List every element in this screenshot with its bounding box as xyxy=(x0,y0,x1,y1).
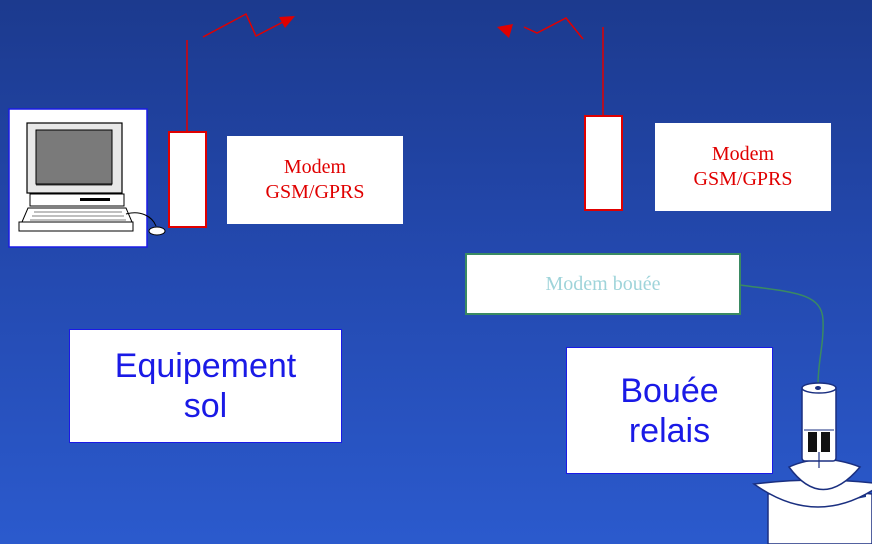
buoy-modem-label: Modem bouée xyxy=(465,253,741,315)
relay-buoy-line2: relais xyxy=(628,411,711,450)
ground-equipment-line1: Equipement xyxy=(114,347,297,385)
buoy-modem-text: Modem bouée xyxy=(545,272,661,295)
ground-modem-label: Modem GSM/GPRS xyxy=(227,136,403,224)
radio-wave-icon xyxy=(497,17,584,40)
ground-modem-line2: GSM/GPRS xyxy=(265,181,365,203)
radio-wave-icon xyxy=(202,12,295,38)
buoy-gsm-modem-label: Modem GSM/GPRS xyxy=(655,123,831,211)
ground-equipment-label: Equipement sol xyxy=(69,329,342,443)
relay-buoy-line1: Bouée xyxy=(620,371,719,410)
buoy-gsm-modem-antenna xyxy=(584,27,623,211)
relay-buoy-label: Bouée relais xyxy=(566,347,773,474)
ground-equipment-line2: sol xyxy=(183,387,228,425)
ground-modem-line1: Modem xyxy=(283,156,347,178)
buoy-cable xyxy=(739,284,824,386)
buoy-gsm-modem-line2: GSM/GPRS xyxy=(693,168,793,190)
buoy-icon xyxy=(752,382,872,544)
ground-modem-antenna xyxy=(168,40,207,228)
buoy-gsm-modem-line1: Modem xyxy=(711,143,775,165)
computer-workstation-icon xyxy=(8,108,166,248)
